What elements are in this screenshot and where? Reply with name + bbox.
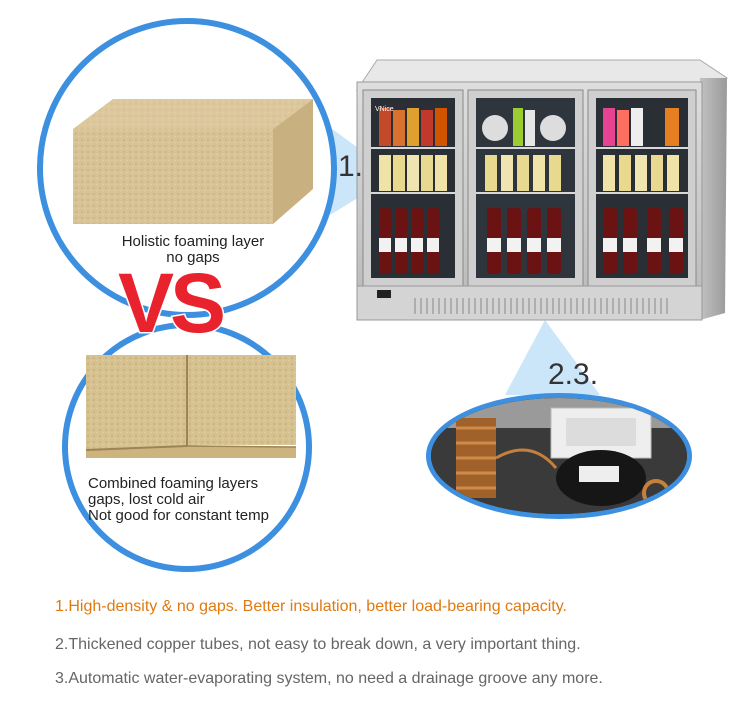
- fridge-brand-logo: VNice: [375, 106, 394, 113]
- combined-foam-circle: Combined foaming layers gaps, lost cold …: [62, 322, 312, 572]
- caption-line-1: Combined foaming layers: [88, 475, 259, 492]
- bar-fridge-image: VNice: [355, 59, 728, 321]
- caption-line-2: no gaps: [166, 249, 220, 266]
- feature-line-1: 1.High-density & no gaps. Better insulat…: [55, 598, 567, 615]
- combined-foam-caption: Combined foaming layers gaps, lost cold …: [88, 476, 318, 524]
- caption-line-1: Holistic foaming layer: [121, 233, 265, 250]
- split-foam-block-image: [86, 355, 297, 458]
- feature-line-2: 2.Thickened copper tubes, not easy to br…: [55, 636, 581, 653]
- callout-number-23: 2.3.: [548, 358, 599, 391]
- compressor-image: [431, 398, 687, 514]
- holistic-foam-caption: Holistic foaming layer no gaps: [113, 234, 273, 266]
- callout-number-1: 1.: [338, 150, 364, 183]
- caption-line-3: Not good for constant temp: [88, 507, 269, 524]
- solid-foam-block-image: [73, 99, 313, 224]
- feature-line-3: 3.Automatic water-evaporating system, no…: [55, 670, 603, 687]
- caption-line-2: gaps, lost cold air: [88, 491, 205, 508]
- holistic-foam-circle: Holistic foaming layer no gaps: [37, 18, 337, 318]
- vs-label: VS: [116, 255, 227, 352]
- compressor-detail-ellipse: [426, 393, 692, 519]
- callout-wedge-23: [505, 320, 600, 395]
